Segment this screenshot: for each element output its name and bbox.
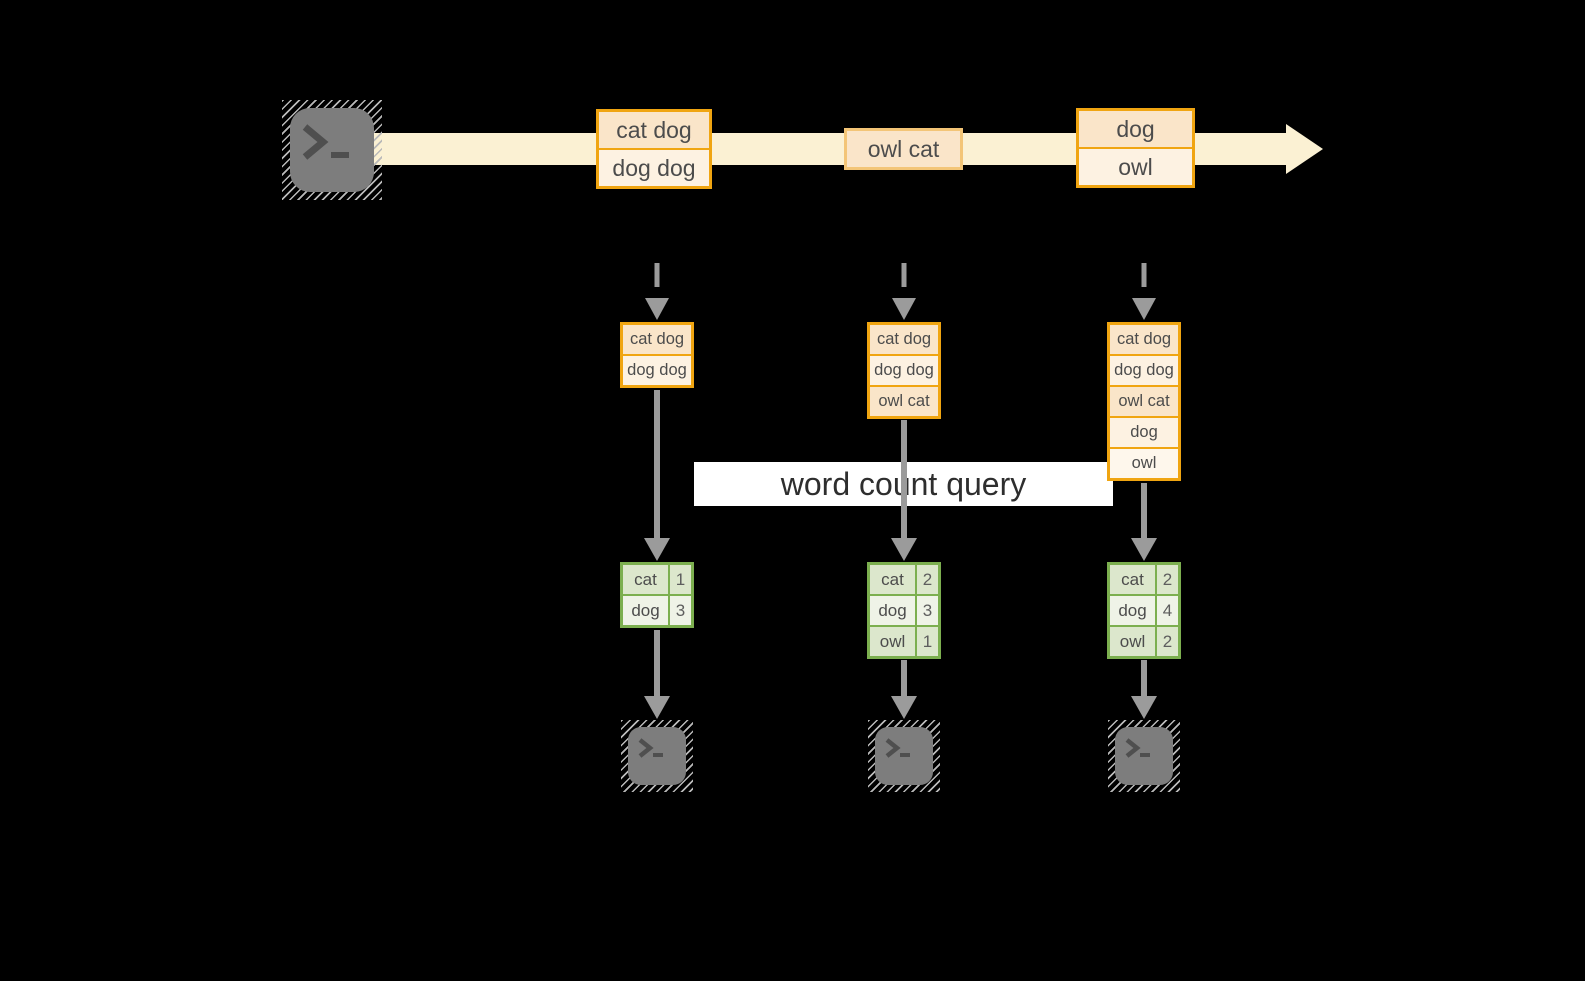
record-line: dog bbox=[1079, 111, 1192, 147]
table-row: cat 1 bbox=[623, 565, 691, 594]
record-line: cat dog bbox=[599, 112, 709, 148]
word-cell: dog bbox=[878, 600, 907, 620]
record-line: dog dog bbox=[599, 148, 709, 186]
stream-source-terminal bbox=[282, 100, 382, 200]
terminal-icon bbox=[638, 738, 663, 758]
state-line: dog dog bbox=[623, 354, 691, 385]
terminal-icon bbox=[1125, 738, 1150, 758]
count-cell: 3 bbox=[668, 596, 691, 625]
count-cell: 2 bbox=[1155, 565, 1178, 594]
sink-terminal-2 bbox=[868, 720, 940, 792]
word-cell: owl bbox=[879, 631, 906, 651]
stream-record-2: owl cat bbox=[844, 128, 963, 170]
dashed-arrowhead-3 bbox=[1132, 298, 1156, 320]
terminal-body bbox=[628, 727, 686, 785]
word-cell: cat bbox=[1121, 569, 1144, 589]
query-arrowhead-3 bbox=[1131, 538, 1157, 561]
table-row: owl 2 bbox=[1110, 625, 1178, 656]
table-row: owl 1 bbox=[870, 625, 938, 656]
record-line: owl cat bbox=[847, 131, 960, 167]
terminal-body bbox=[1115, 727, 1173, 785]
word-cell: owl bbox=[1119, 631, 1146, 651]
terminal-icon bbox=[885, 738, 910, 758]
sink-terminal-3 bbox=[1108, 720, 1180, 792]
table-row: dog 4 bbox=[1110, 594, 1178, 625]
count-cell: 2 bbox=[915, 565, 938, 594]
state-line: owl bbox=[1110, 447, 1178, 478]
state-buffer-1: cat dog dog dog bbox=[620, 322, 694, 388]
query-arrowhead-2 bbox=[891, 538, 917, 561]
state-line: dog dog bbox=[1110, 354, 1178, 385]
terminal-body bbox=[290, 108, 374, 192]
state-line: dog dog bbox=[870, 354, 938, 385]
state-line: owl cat bbox=[870, 385, 938, 416]
table-row: cat 2 bbox=[1110, 565, 1178, 594]
state-line: dog bbox=[1110, 416, 1178, 447]
count-table-2: cat 2 dog 3 owl 1 bbox=[867, 562, 941, 659]
stream-arrowhead bbox=[1286, 124, 1323, 174]
state-buffer-3: cat dog dog dog owl cat dog owl bbox=[1107, 322, 1181, 481]
state-line: owl cat bbox=[1110, 385, 1178, 416]
count-table-1: cat 1 dog 3 bbox=[620, 562, 694, 628]
sink-arrowhead-3 bbox=[1131, 696, 1157, 719]
state-line: cat dog bbox=[623, 325, 691, 354]
table-row: dog 3 bbox=[870, 594, 938, 625]
word-cell: dog bbox=[631, 600, 660, 620]
sink-terminal-1 bbox=[621, 720, 693, 792]
sink-arrowhead-1 bbox=[644, 696, 670, 719]
terminal-icon bbox=[302, 124, 349, 160]
word-cell: cat bbox=[881, 569, 904, 589]
table-row: cat 2 bbox=[870, 565, 938, 594]
table-row: dog 3 bbox=[623, 594, 691, 625]
count-cell: 2 bbox=[1155, 627, 1178, 656]
dashed-arrowhead-1 bbox=[645, 298, 669, 320]
stream-record-1: cat dog dog dog bbox=[596, 109, 712, 189]
count-cell: 1 bbox=[915, 627, 938, 656]
count-cell: 3 bbox=[915, 596, 938, 625]
record-line: owl bbox=[1079, 147, 1192, 185]
dashed-arrowhead-2 bbox=[892, 298, 916, 320]
state-line: cat dog bbox=[1110, 325, 1178, 354]
sink-arrowhead-2 bbox=[891, 696, 917, 719]
count-cell: 1 bbox=[668, 565, 691, 594]
word-cell: cat bbox=[634, 569, 657, 589]
state-buffer-2: cat dog dog dog owl cat bbox=[867, 322, 941, 419]
state-line: cat dog bbox=[870, 325, 938, 354]
word-cell: dog bbox=[1118, 600, 1147, 620]
query-arrowhead-1 bbox=[644, 538, 670, 561]
stream-record-3: dog owl bbox=[1076, 108, 1195, 188]
count-table-3: cat 2 dog 4 owl 2 bbox=[1107, 562, 1181, 659]
terminal-body bbox=[875, 727, 933, 785]
count-cell: 4 bbox=[1155, 596, 1178, 625]
